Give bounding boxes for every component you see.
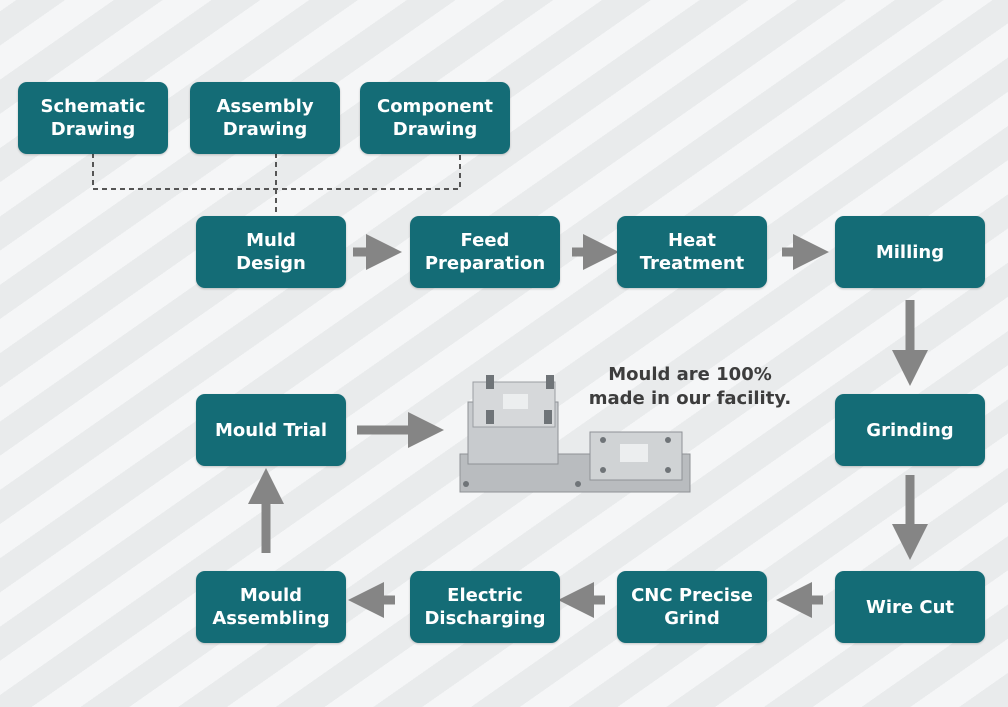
mould-trial-box: Mould Trial: [196, 394, 346, 466]
box-label: Wire Cut: [865, 596, 954, 618]
box-label: Milling: [875, 241, 945, 263]
mould-assembling-box: Mould Assembling: [196, 571, 346, 643]
wire-cut-box: Wire Cut: [835, 571, 985, 643]
box-label: Muld Design: [236, 230, 306, 274]
box-label: Electric Discharging: [424, 585, 546, 629]
box-label: Mould Assembling: [212, 585, 330, 629]
grinding-box: Grinding: [835, 394, 985, 466]
box-label: Grinding: [866, 419, 954, 441]
schematic-drawing-box: Schematic Drawing: [18, 82, 168, 154]
mould-image: [459, 375, 691, 493]
box-label: Feed Preparation: [424, 230, 546, 274]
feed-preparation-box: Feed Preparation: [410, 216, 560, 288]
cnc-precise-grind-box: CNC Precise Grind: [617, 571, 767, 643]
box-label: CNC Precise Grind: [631, 585, 753, 629]
electric-discharging-box: Electric Discharging: [410, 571, 560, 643]
box-label: Assembly Drawing: [216, 96, 314, 140]
dotted-connector: [92, 153, 461, 216]
box-label: Heat Treatment: [639, 230, 745, 274]
heat-treatment-box: Heat Treatment: [617, 216, 767, 288]
box-label: Schematic Drawing: [40, 96, 146, 140]
box-label: Component Drawing: [376, 96, 494, 140]
box-label: Mould Trial: [214, 419, 328, 441]
milling-box: Milling: [835, 216, 985, 288]
caption: Mould are 100% made in our facility.: [588, 364, 792, 409]
muld-design-box: Muld Design: [196, 216, 346, 288]
component-drawing-box: Component Drawing: [360, 82, 510, 154]
assembly-drawing-box: Assembly Drawing: [190, 82, 340, 154]
